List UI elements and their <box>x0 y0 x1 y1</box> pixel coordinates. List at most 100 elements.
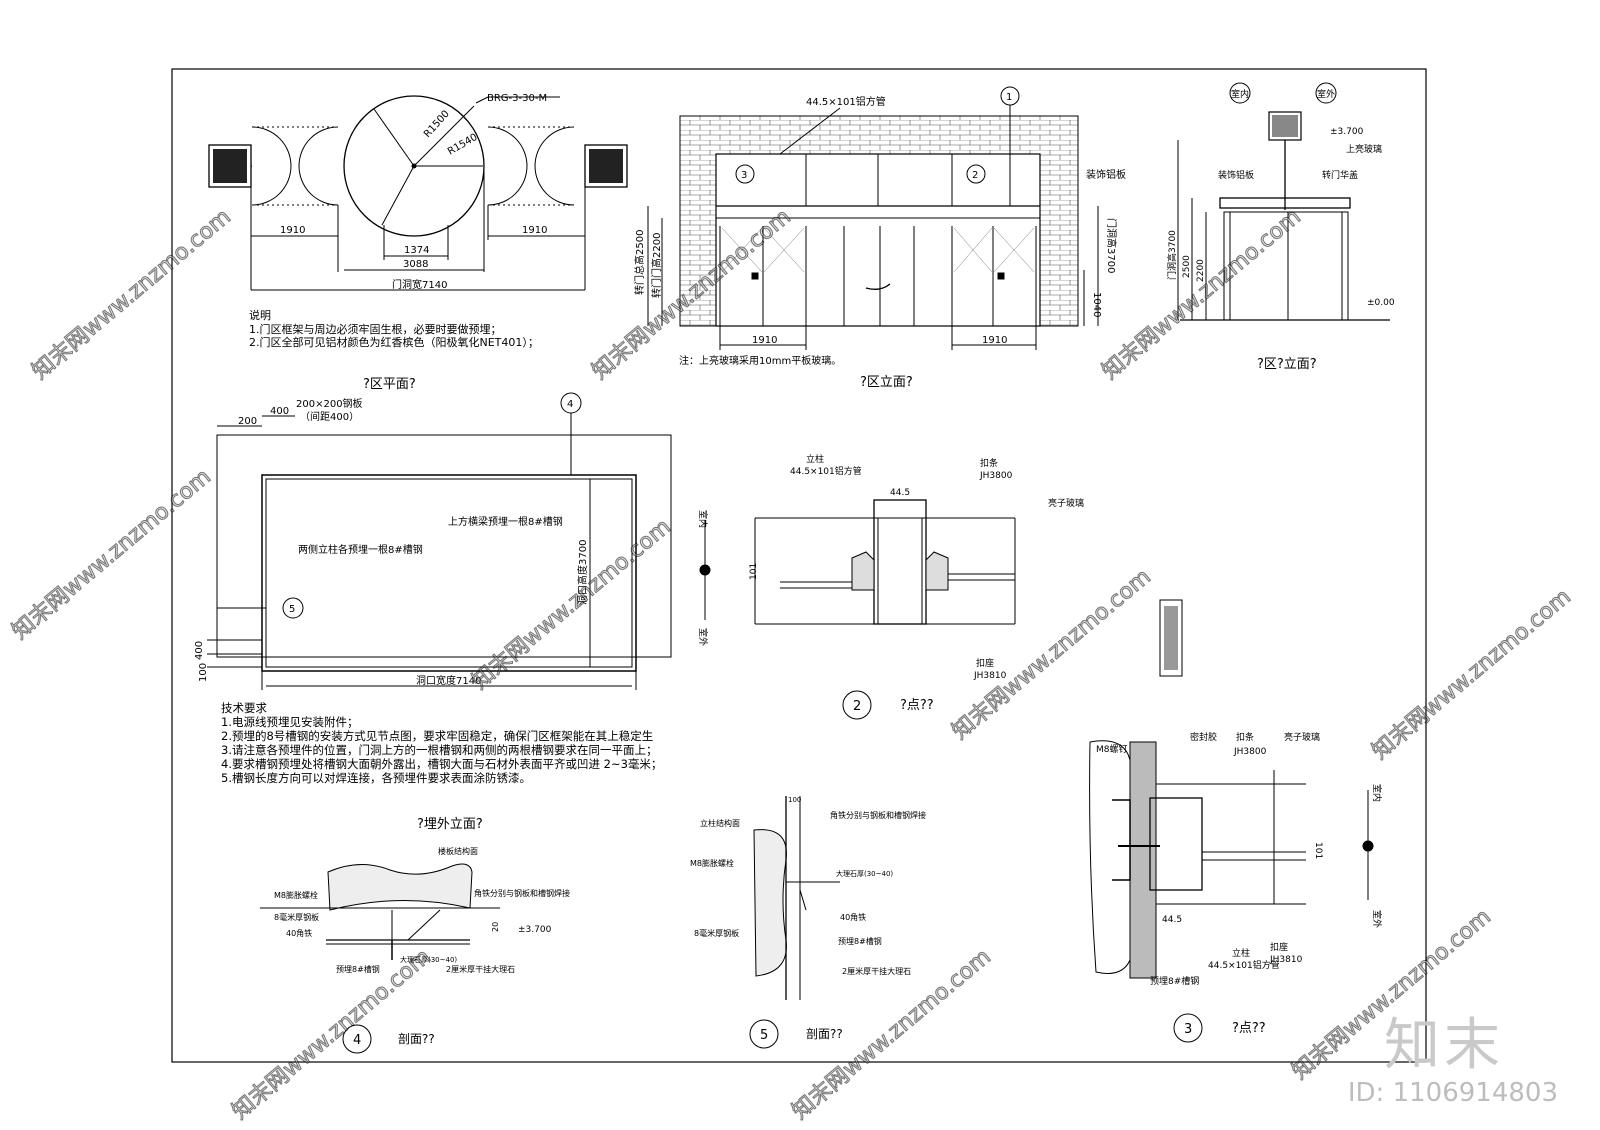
n3-title: ?点?? <box>1232 1021 1266 1036</box>
n2-tube: 44.5×101铝方管 <box>790 465 862 477</box>
section-5 <box>749 796 840 1049</box>
embed-column: 两侧立柱各预埋一根8#槽钢 <box>298 543 423 556</box>
side-out-label: 室外 <box>1317 88 1335 100</box>
front-height-2500: 转门总高2500 <box>633 230 646 295</box>
plan-title: ?区平面? <box>363 377 416 392</box>
n2-d445: 44.5 <box>890 488 910 498</box>
front-tube-label: 44.5×101铝方管 <box>806 95 886 108</box>
s4-level: ±3.700 <box>518 925 552 935</box>
small-detail <box>1159 599 1183 677</box>
side-title: ?区?立面? <box>1257 357 1317 372</box>
watermarks: 知末网www.znzmo.com 知末网www.znzmo.com 知末网www… <box>7 204 1576 1125</box>
s4-bolt: M8膨胀螺栓 <box>274 890 318 900</box>
s4-angle: 40角铁 <box>286 928 312 938</box>
tech-req-4: 4.要求槽钢预埋处将槽钢大面朝外露出，槽钢大面与石材外表面平齐或凹进 2~3毫米… <box>221 757 663 771</box>
embed-title: ?埋外立面? <box>417 817 483 832</box>
front-panel-label: 装饰铝板 <box>1086 168 1126 181</box>
n3-jh3800: JH3800 <box>1233 747 1267 757</box>
n3-base: 扣座 <box>1270 941 1288 953</box>
s4-d20: 20 <box>491 922 500 932</box>
s5-plate: 8毫米厚钢板 <box>694 928 739 938</box>
s5-angle: 40角铁 <box>840 912 866 922</box>
s5-stone: 2厘米厚干挂大理石 <box>842 966 911 976</box>
side-h2200: 2200 <box>1196 259 1206 282</box>
plan-note-1: 1.门区框架与周边必须牢固生根，必要时要做预埋； <box>249 322 502 336</box>
side-level0: ±0.00 <box>1367 298 1395 308</box>
n2-jh3800: JH3800 <box>979 471 1013 481</box>
s5-weld: 角铁分别与钢板和槽钢焊接 <box>830 810 926 820</box>
front-title: ?区立面? <box>860 375 913 390</box>
n3-d445: 44.5 <box>1162 915 1182 925</box>
n3-clip: 扣条 <box>1236 731 1254 743</box>
tech-requirements: 技术要求 1.电源线预埋见安装附件； 2.预埋的8号槽钢的安装方式见节点图，要求… <box>221 701 662 785</box>
plan-notes-title: 说明 <box>249 309 271 322</box>
n3-out: 室外 <box>1371 910 1383 928</box>
n3-bolt: M8螺钉 <box>1096 744 1128 755</box>
n3-in: 室内 <box>1371 784 1383 802</box>
embed-dim-200: 200 <box>238 416 257 427</box>
front-tag-3: 3 <box>741 170 747 181</box>
side-level-top: ±3.700 <box>1330 127 1364 137</box>
n3-seal: 密封胶 <box>1190 731 1217 743</box>
s5-channel: 预埋8#槽钢 <box>838 936 882 946</box>
embed-dim-100: 100 <box>198 663 209 682</box>
n2-d101: 101 <box>749 563 759 580</box>
tech-req-title: 技术要求 <box>221 701 267 715</box>
plan-revolving-door <box>208 95 628 291</box>
plan-notes: 说明 1.门区框架与周边必须牢固生根，必要时要做预埋； 2.门区全部可见铝材颜色… <box>249 309 539 350</box>
n2-clip: 扣条 <box>980 457 998 469</box>
n3-d101: 101 <box>1313 842 1323 859</box>
s4-channel: 预埋8#槽钢 <box>336 964 380 974</box>
front-height-3700: 门洞高3700 <box>1105 218 1118 273</box>
dim-3088: 3088 <box>403 259 428 270</box>
side-in-label: 室内 <box>1231 88 1249 100</box>
side-h3700: 门洞高3700 <box>1166 230 1178 280</box>
tech-req-5: 5.槽钢长度方向可以对焊连接，各预埋件要求表面涂防锈漆。 <box>221 771 531 785</box>
n2-jh3810: JH3810 <box>973 671 1007 681</box>
s5-d100: 100 <box>788 796 801 804</box>
s4-num: 4 <box>353 1033 361 1048</box>
s4-title: 剖面?? <box>398 1032 435 1046</box>
embed-beam: 上方横梁预埋一根8#槽钢 <box>448 515 563 528</box>
watermark-7: 知末网www.znzmo.com <box>1368 584 1576 764</box>
n3-num: 3 <box>1184 1022 1192 1037</box>
front-tag-1: 1 <box>1006 92 1012 103</box>
opening-width: 门洞宽7140 <box>392 278 447 291</box>
n2-glass: 亮子玻璃 <box>1048 497 1084 509</box>
section-4 <box>260 863 500 1054</box>
side-elevation <box>1177 82 1390 321</box>
watermark-5: 知末网www.znzmo.com <box>468 514 676 694</box>
watermark-6: 知末网www.znzmo.com <box>948 564 1156 744</box>
r1500-label: R1500 <box>422 109 452 140</box>
s5-stone-thk: 大理石厚(30~40) <box>836 869 893 878</box>
n2-title: ?点?? <box>900 698 934 713</box>
s4-plate: 8毫米厚钢板 <box>274 912 319 922</box>
side-glass: 上亮玻璃 <box>1346 143 1382 155</box>
s4-stone: 2厘米厚干挂大理石 <box>446 964 515 974</box>
n2-base: 扣座 <box>976 657 994 669</box>
front-height-2200: 转门门高2200 <box>650 233 663 298</box>
front-dim-1910-left: 1910 <box>752 335 777 346</box>
embed-plate: 200×200钢板 <box>296 397 363 410</box>
brg-label: BRG-3-30-M <box>487 93 547 104</box>
s5-num: 5 <box>760 1028 768 1043</box>
tech-req-3: 3.请注意各预埋件的位置，门洞上方的一根槽钢和两侧的两根槽钢要求在同一平面上； <box>221 743 658 757</box>
n2-in: 室内 <box>697 510 709 528</box>
node-2 <box>699 499 1016 720</box>
n3-glass: 亮子玻璃 <box>1284 731 1320 743</box>
watermark-1: 知末网www.znzmo.com <box>28 204 236 384</box>
s5-bolt: M8膨胀螺栓 <box>690 858 734 868</box>
n3-col: 立柱 <box>1232 947 1250 959</box>
s4-struct: 楼板结构面 <box>438 846 478 856</box>
s5-struct: 立柱结构面 <box>700 818 740 828</box>
front-note: 注：上亮玻璃采用10mm平板玻璃。 <box>679 354 841 367</box>
embed-dim-400b: 400 <box>194 641 205 660</box>
dim-1910-left: 1910 <box>280 225 305 236</box>
s5-title: 剖面?? <box>806 1027 843 1041</box>
n3-jh3810: JH3810 <box>1269 955 1303 965</box>
n3-tube: 44.5×101铝方管 <box>1208 959 1280 971</box>
plan-note-2: 2.门区全部可见铝材颜色为红香槟色（阳极氧化NET401）； <box>249 336 539 349</box>
watermark-4: 知末网www.znzmo.com <box>8 464 216 644</box>
front-elevation <box>647 86 1099 350</box>
r1540-label: R1540 <box>446 132 480 158</box>
